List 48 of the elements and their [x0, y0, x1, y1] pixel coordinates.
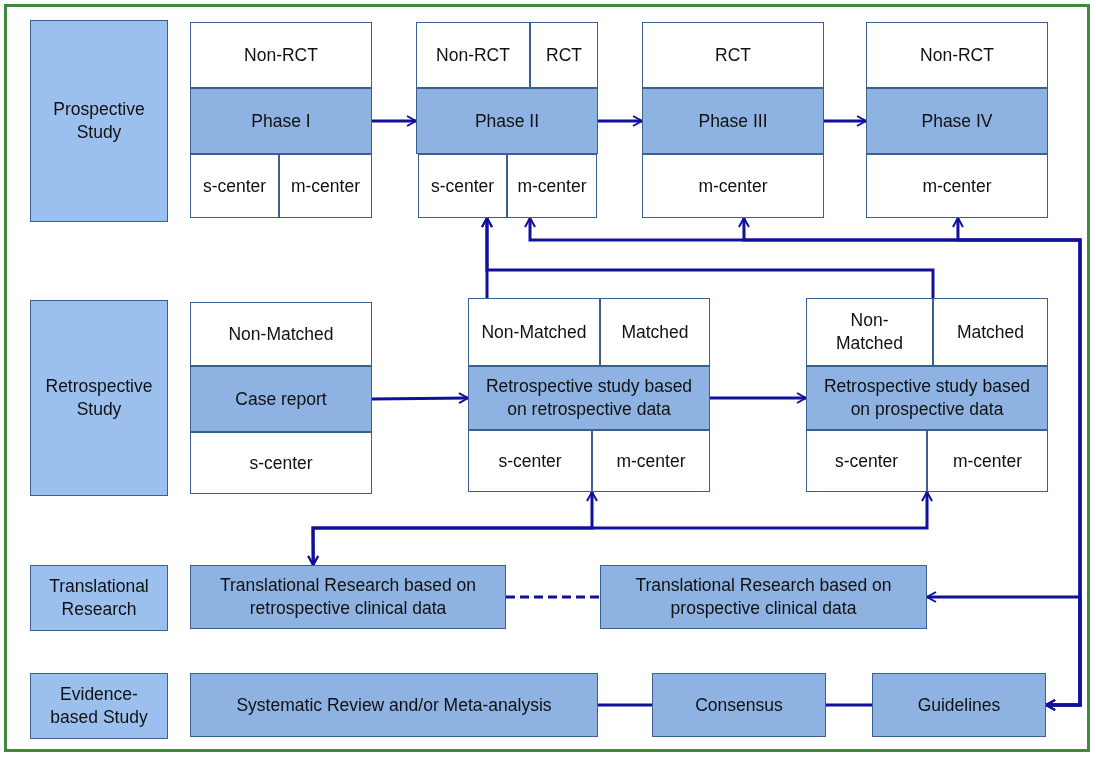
arrow [710, 392, 807, 404]
matching-box: Non-Matched [468, 298, 600, 366]
study-type-box: Retrospective study based on retrospective data [468, 366, 710, 430]
arrow [481, 217, 935, 298]
matching-box: Matched [600, 298, 710, 366]
phase-box: Phase I [190, 88, 372, 154]
category-label-box: Prospective Study [30, 20, 168, 222]
center-box: m-center [279, 154, 372, 218]
center-box: m-center [507, 154, 597, 218]
center-box: m-center [927, 430, 1048, 492]
design-box: RCT [642, 22, 824, 88]
center-box: s-center [468, 430, 592, 492]
category-label-box: Translational Research [30, 565, 168, 631]
evidence-box: Guidelines [872, 673, 1046, 737]
arrow [598, 115, 643, 127]
center-box: s-center [806, 430, 927, 492]
arrow [824, 115, 867, 127]
center-box: s-center [190, 154, 279, 218]
connector-line [826, 703, 872, 707]
design-box: RCT [530, 22, 598, 88]
phase-box: Phase II [416, 88, 598, 154]
design-box: Non-RCT [416, 22, 530, 88]
connector-line [506, 595, 600, 599]
center-box: m-center [592, 430, 710, 492]
evidence-box: Systematic Review and/or Meta-analysis [190, 673, 598, 737]
arrow [307, 491, 933, 566]
center-box: m-center [866, 154, 1048, 218]
phase-box: Phase III [642, 88, 824, 154]
center-box: s-center [418, 154, 507, 218]
arrow [372, 115, 417, 127]
matching-box: Non-Matched [190, 302, 372, 366]
evidence-box: Consensus [652, 673, 826, 737]
design-box: Non-RCT [190, 22, 372, 88]
arrow [372, 392, 469, 405]
category-label-box: Evidence-based Study [30, 673, 168, 739]
connector-line [598, 703, 652, 707]
study-type-box: Retrospective study based on prospective data [806, 366, 1048, 430]
matching-box: Matched [933, 298, 1048, 366]
phase-box: Phase IV [866, 88, 1048, 154]
center-box: m-center [642, 154, 824, 218]
category-label-box: Retrospective Study [30, 300, 168, 496]
study-type-box: Case report [190, 366, 372, 432]
matching-box: Non- Matched [806, 298, 933, 366]
research-box: Translational Research based on retrospective clinical data [190, 565, 506, 629]
center-box: s-center [190, 432, 372, 494]
design-box: Non-RCT [866, 22, 1048, 88]
arrow [926, 591, 1082, 711]
research-box: Translational Research based on prospective clinical data [600, 565, 927, 629]
